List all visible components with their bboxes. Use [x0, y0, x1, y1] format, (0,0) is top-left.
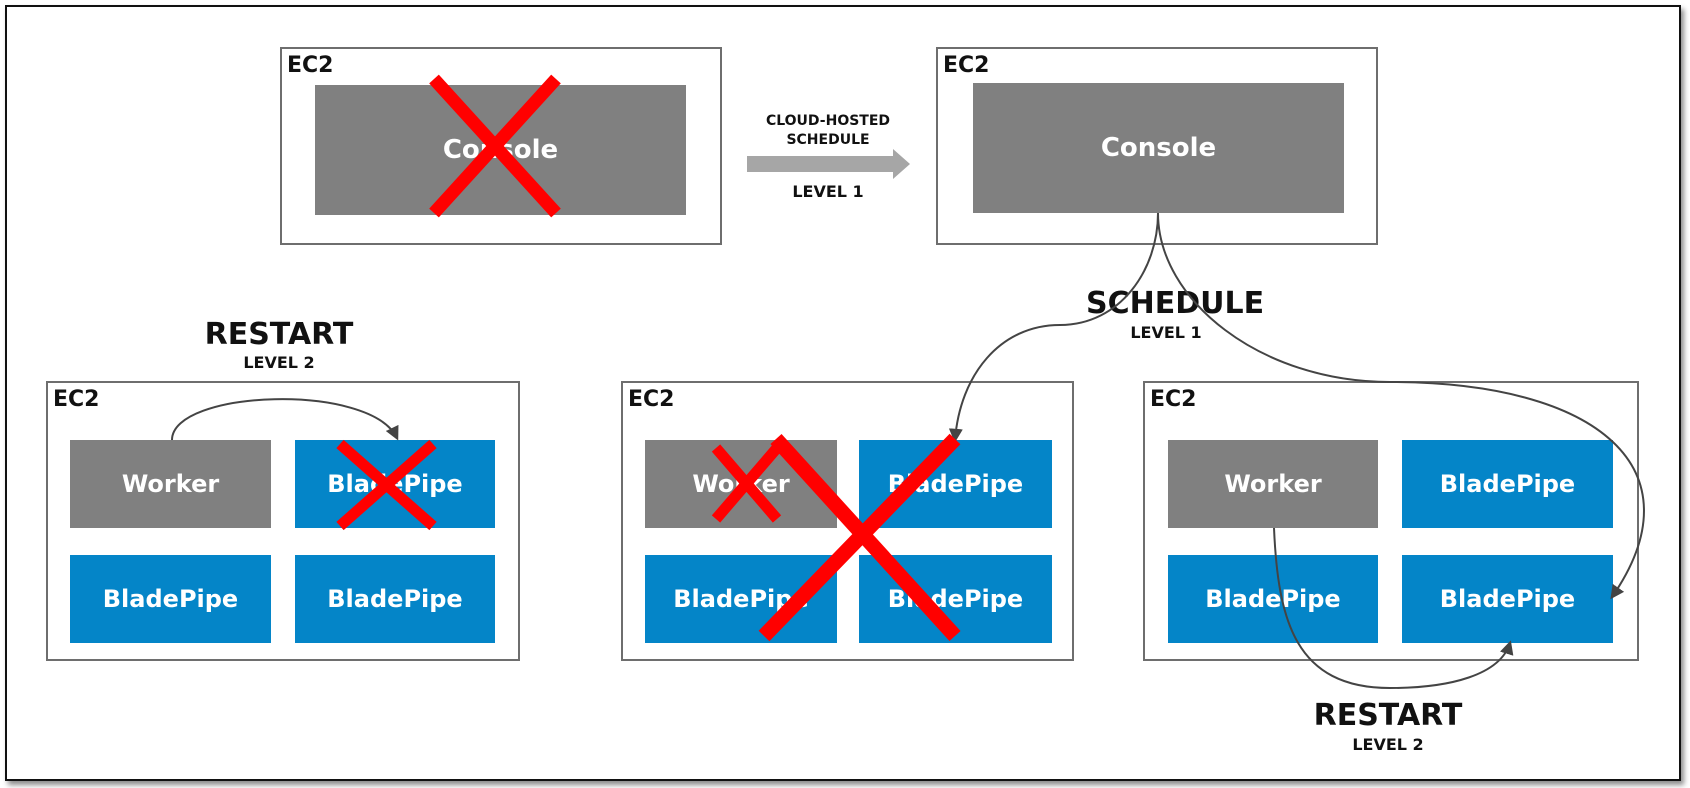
failure-x-bladepipe-left [336, 439, 437, 531]
restart-arrow-left [171, 398, 399, 441]
bladepipe: BladePipe [295, 555, 495, 643]
migration-level: LEVEL 1 [792, 182, 864, 201]
worker: Worker [70, 440, 271, 528]
schedule-arrow-to-middle [948, 212, 1159, 443]
worker: Worker [1168, 440, 1378, 528]
schedule-level: LEVEL 1 [1130, 323, 1202, 342]
console-active: Console [973, 83, 1344, 213]
ec2-console-active: EC2 Console [936, 47, 1378, 245]
failure-x-worker-middle [711, 444, 782, 523]
restart-left-level: LEVEL 2 [243, 353, 315, 372]
migration-label: CLOUD-HOSTED SCHEDULE [748, 112, 908, 150]
ec2-label: EC2 [287, 53, 334, 78]
bladepipe: BladePipe [1168, 555, 1378, 643]
ec2-label: EC2 [1150, 387, 1197, 412]
migration-arrow [747, 149, 910, 179]
bladepipe-restarted: BladePipe [1402, 555, 1613, 643]
bladepipe: BladePipe [1402, 440, 1613, 528]
schedule-title: SCHEDULE [1086, 286, 1265, 321]
ec2-worker-right: EC2 Worker BladePipe BladePipe BladePipe [1143, 381, 1639, 661]
failure-x-ec2-middle [758, 433, 961, 642]
restart-right-level: LEVEL 2 [1352, 735, 1424, 754]
restart-arrow-right [1273, 527, 1514, 690]
restart-left-title: RESTART [204, 317, 354, 352]
migration-line1: CLOUD-HOSTED [765, 113, 891, 129]
migration-line2: SCHEDULE [786, 132, 870, 148]
schedule-arrow-to-right [1157, 212, 1645, 600]
ec2-label: EC2 [628, 387, 675, 412]
failure-x-console [429, 74, 561, 218]
ec2-label: EC2 [53, 387, 100, 412]
ec2-label: EC2 [943, 53, 990, 78]
restart-right-title: RESTART [1313, 698, 1463, 733]
bladepipe: BladePipe [70, 555, 271, 643]
